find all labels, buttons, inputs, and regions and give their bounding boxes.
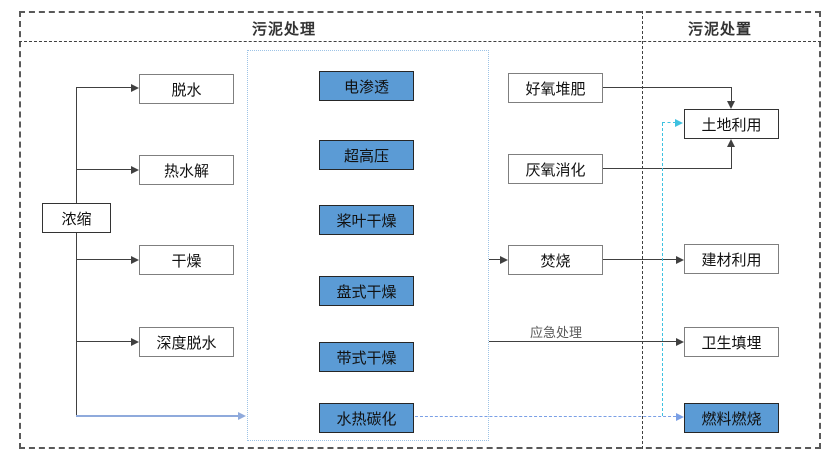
node-electro-osmosis: 电渗透 (319, 71, 414, 101)
edge-to-deep-dewatering-arrowhead (131, 338, 139, 346)
edge-to-process-group-blue (76, 415, 239, 417)
section-title-treatment: 污泥处理 (251, 21, 316, 38)
node-incineration: 焚烧 (508, 245, 603, 275)
node-deep-dewatering: 深度脱水 (139, 327, 234, 357)
edge-to-deep-dewatering (76, 341, 132, 342)
edge-to-process-group-arrowhead (238, 412, 246, 420)
edge-emergency-to-landfill (489, 341, 676, 342)
edge-group-to-incineration-arrowhead (500, 256, 508, 264)
edge-to-dewatering-arrowhead (131, 84, 139, 92)
edge-carbonization-to-fuel-dashed (415, 416, 676, 417)
node-aerobic-composting: 好氧堆肥 (508, 73, 603, 103)
edge-incineration-to-building-material (603, 259, 676, 260)
node-disc-drying: 盘式干燥 (319, 276, 414, 306)
node-anaerobic-digestion: 厌氧消化 (508, 154, 603, 184)
emergency-treatment-label: 应急处理 (529, 325, 582, 340)
node-building-material-use: 建材利用 (684, 244, 779, 274)
outer-dashed-frame (19, 11, 821, 449)
section-divider-line (642, 11, 643, 449)
node-sanitary-landfill: 卫生填埋 (684, 327, 779, 357)
edge-branch-to-landuse-dashed-h (662, 122, 676, 123)
node-thickening: 浓缩 (42, 203, 111, 233)
process-options-group-box (247, 50, 489, 441)
edge-digestion-to-landuse-v (731, 147, 732, 168)
edge-composting-to-landuse-v (731, 87, 732, 101)
node-hydrothermal-carbonization: 水热碳化 (319, 403, 414, 433)
edge-to-thermal-hydrolysis (76, 169, 132, 170)
edge-to-drying-arrowhead (131, 256, 139, 264)
edge-incineration-to-building-material-arrowhead (676, 256, 684, 264)
edge-composting-to-landuse-arrowhead (727, 101, 735, 109)
edge-emergency-to-landfill-arrowhead (676, 338, 684, 346)
node-fuel-combustion: 燃料燃烧 (684, 403, 779, 433)
edge-branch-to-landuse-dashed-v (662, 123, 663, 416)
node-paddle-drying: 桨叶干燥 (319, 205, 414, 235)
node-drying: 干燥 (139, 245, 234, 275)
node-thermal-hydrolysis: 热水解 (139, 155, 234, 185)
header-divider-line (19, 41, 821, 42)
edge-group-to-incineration (489, 259, 500, 260)
node-belt-drying: 带式干燥 (319, 342, 414, 372)
edge-trunk-vertical (76, 87, 77, 416)
edge-branch-to-landuse-arrowhead (675, 119, 683, 127)
edge-composting-to-landuse-h (603, 87, 732, 88)
node-land-use: 土地利用 (684, 109, 779, 139)
section-title-disposal: 污泥处置 (687, 21, 752, 38)
edge-to-dewatering (76, 87, 132, 88)
edge-to-thermal-hydrolysis-arrowhead (131, 166, 139, 174)
edge-digestion-to-landuse-h (603, 168, 732, 169)
edge-digestion-to-landuse-arrowhead (727, 139, 735, 147)
node-dewatering: 脱水 (139, 74, 234, 104)
node-ultra-high-pressure: 超高压 (319, 140, 414, 170)
edge-to-drying (76, 259, 132, 260)
edge-carbonization-to-fuel-arrowhead (676, 413, 684, 421)
